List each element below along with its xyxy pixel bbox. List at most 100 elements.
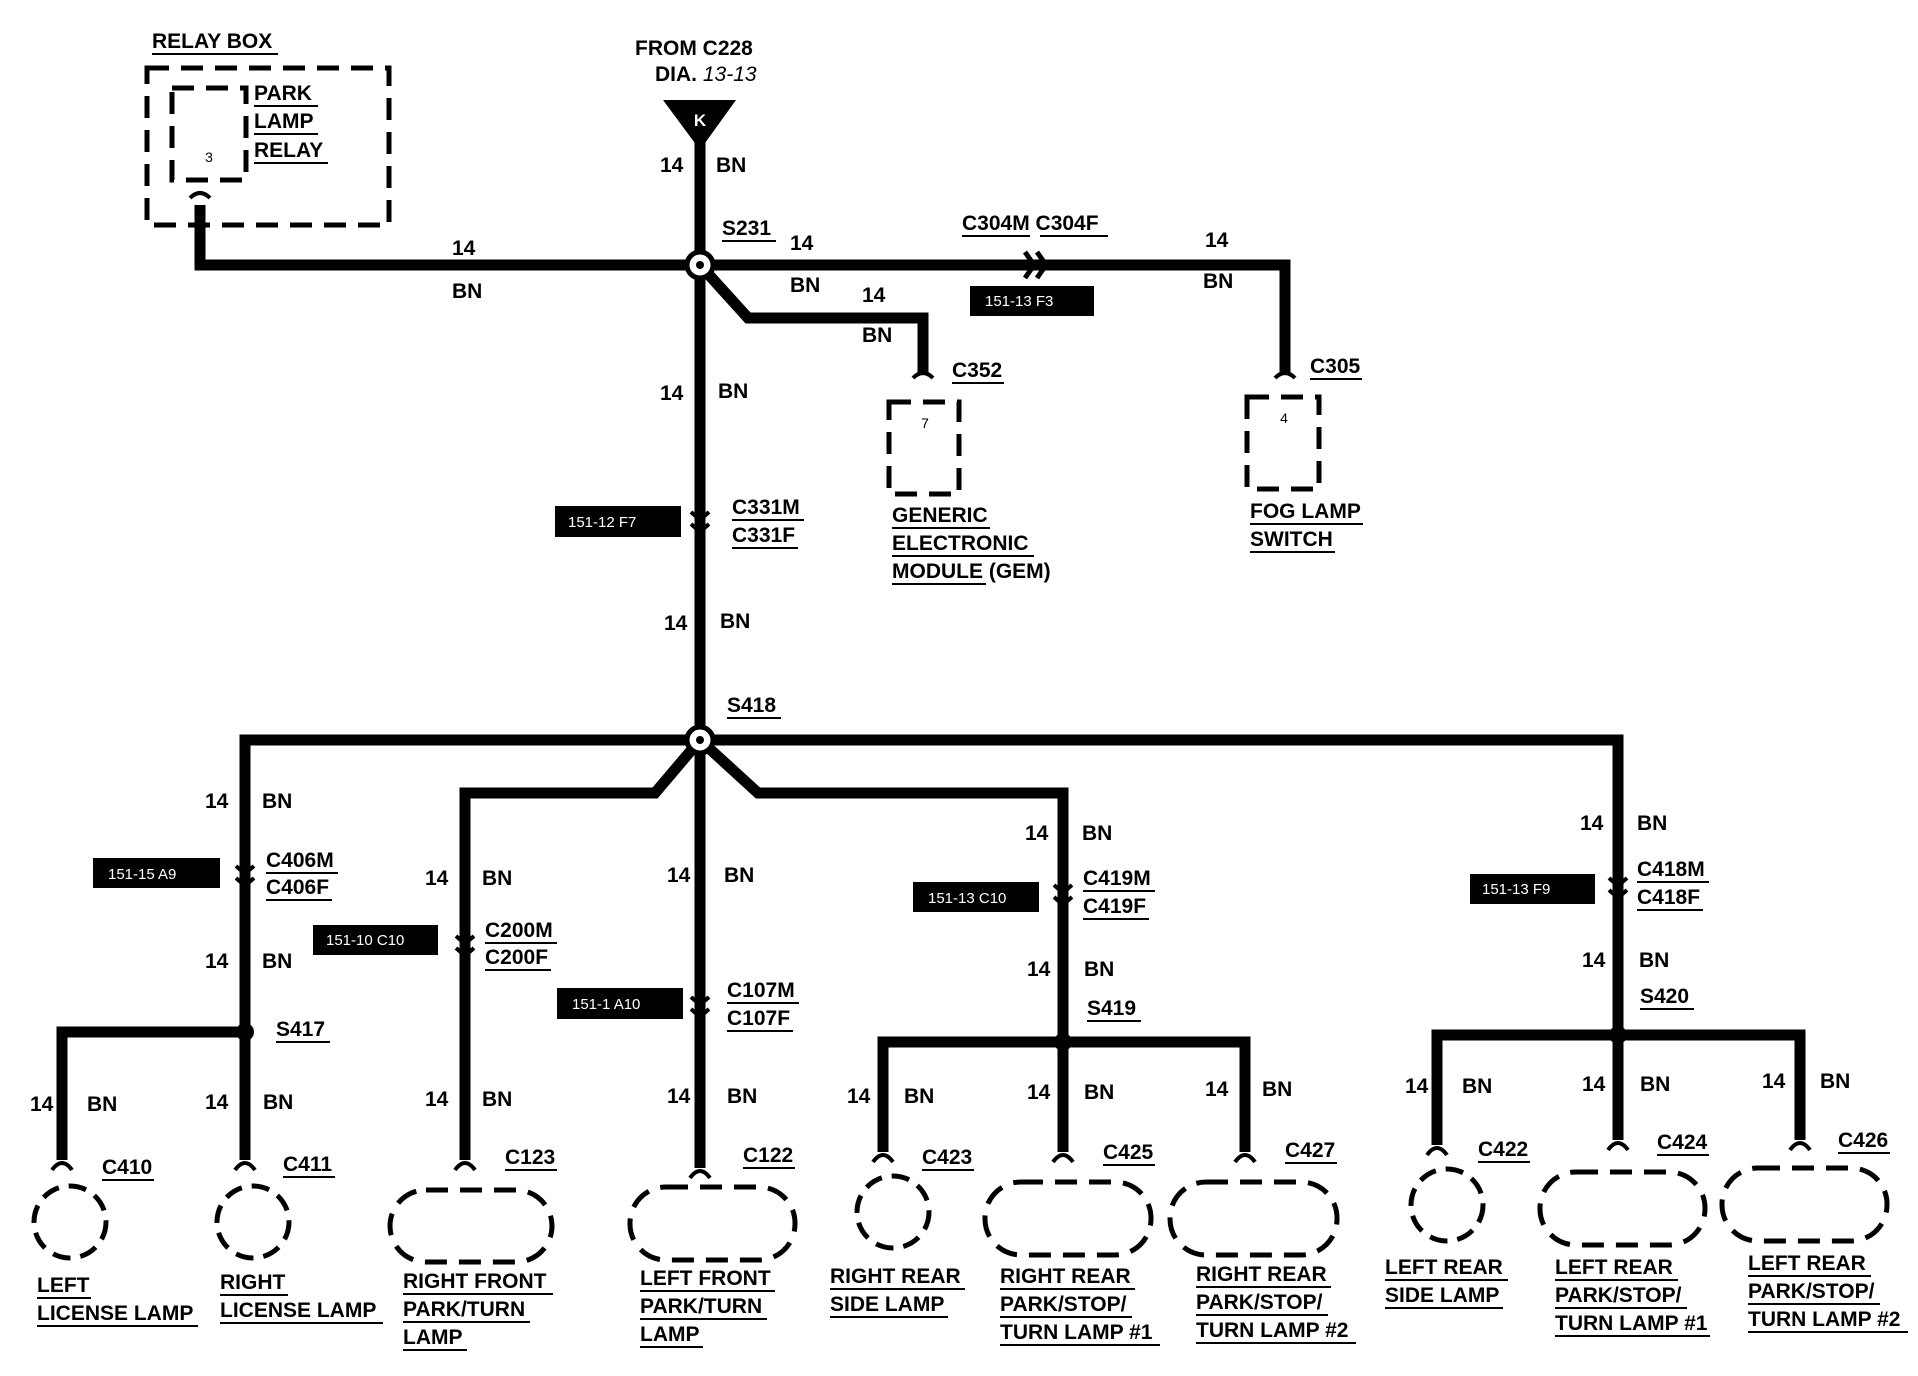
- relay-box-title: RELAY BOX: [152, 30, 272, 53]
- wire-color: BN: [1640, 1073, 1670, 1096]
- wire-gauge: 14: [1582, 949, 1606, 972]
- lamp-c122-line3: LAMP: [640, 1323, 700, 1346]
- lamp-c422-outline: [1408, 1166, 1486, 1244]
- wire-gauge: 14: [452, 237, 476, 260]
- gem-outline: [886, 399, 962, 497]
- lamp-c425-connector: C425: [1103, 1141, 1154, 1164]
- wire-gauge: 14: [1027, 1081, 1051, 1104]
- lamp-c425-line3: TURN LAMP #1: [1000, 1321, 1153, 1344]
- wire-gauge: 14: [1405, 1075, 1429, 1098]
- source-terminal-letter: K: [694, 111, 707, 130]
- source-diagram-ref: DIA. 13-13: [655, 63, 757, 86]
- lamp-c426-outline: [1719, 1165, 1890, 1244]
- wire-color: BN: [1637, 812, 1667, 835]
- wire-color: BN: [87, 1093, 117, 1116]
- lamp-c122-outline: [627, 1184, 798, 1263]
- source-terminal: FROM C228 DIA. 13-13 K: [635, 37, 757, 150]
- lamp-c410-connector: C410: [102, 1156, 152, 1179]
- lamp-c123-line3: LAMP: [403, 1326, 463, 1349]
- lamp-c424-line1: LEFT REAR: [1555, 1256, 1673, 1279]
- lamp-c411-line1: RIGHT: [220, 1271, 286, 1294]
- wire-color: BN: [720, 610, 750, 633]
- gem-connector-label: C352: [952, 359, 1002, 382]
- lamp-c424-line3: TURN LAMP #1: [1555, 1312, 1708, 1335]
- lamp-c425-outline: [982, 1179, 1154, 1258]
- wire-gauge: 14: [660, 382, 684, 405]
- splice-s419-label: S419: [1087, 997, 1136, 1020]
- lamp-c425-line1: RIGHT REAR: [1000, 1265, 1131, 1288]
- connector-c304-label: C304M C304F: [962, 212, 1099, 235]
- wire-gauge: 14: [1762, 1070, 1786, 1093]
- lamp-c424-connector: C424: [1657, 1131, 1708, 1154]
- splices: S231 S418 S417 S419 S420: [236, 217, 1694, 1051]
- wire-gauge: 14: [1582, 1073, 1606, 1096]
- wire-color: BN: [718, 380, 748, 403]
- fog-switch-outline: [1244, 394, 1322, 492]
- relay-pin: 3: [205, 149, 213, 165]
- generic-electronic-module: 7 C352 GENERIC ELECTRONIC MODULE (GEM): [886, 359, 1051, 585]
- ref-box-label: 151-12 F7: [568, 514, 636, 531]
- source-label: FROM C228: [635, 37, 753, 60]
- wire-gauge: 14: [205, 790, 229, 813]
- lamp-c422-line1: LEFT REAR: [1385, 1256, 1503, 1279]
- wire-gauge: 14: [1205, 1078, 1229, 1101]
- wire-color: BN: [1262, 1078, 1292, 1101]
- lamp-c123-outline: [387, 1187, 555, 1265]
- connector-c418f-label: C418F: [1637, 886, 1700, 909]
- ref-box-label: 151-13 F3: [985, 293, 1053, 310]
- wire-gauge: 14: [667, 864, 691, 887]
- lamp-c425-line2: PARK/STOP/: [1000, 1293, 1127, 1316]
- lamp-c122-connector: C122: [743, 1144, 793, 1167]
- wire-gauge: 14: [847, 1085, 871, 1108]
- wire-color: BN: [1084, 1081, 1114, 1104]
- lamp-c410-line1: LEFT: [37, 1274, 90, 1297]
- lamp-c427-connector: C427: [1285, 1139, 1335, 1162]
- ref-box-label: 151-13 C10: [928, 890, 1006, 907]
- wire-gauge: 14: [664, 612, 688, 635]
- splice-s417: [236, 1023, 254, 1041]
- wire-color: BN: [262, 950, 292, 973]
- wire-color: BN: [790, 274, 820, 297]
- lamp-c426-line1: LEFT REAR: [1748, 1252, 1866, 1275]
- lamp-c427-line3: TURN LAMP #2: [1196, 1319, 1348, 1342]
- lamp-c422-line2: SIDE LAMP: [1385, 1284, 1499, 1307]
- connector-c331m-label: C331M: [732, 496, 800, 519]
- splice-s419: [1054, 1033, 1072, 1051]
- lamp-c426-connector: C426: [1838, 1129, 1888, 1152]
- gem-label-line1: GENERIC: [892, 504, 988, 527]
- connector-c419m-label: C419M: [1083, 867, 1151, 890]
- lamp-c123-line1: RIGHT FRONT: [403, 1270, 547, 1293]
- splice-s418-label: S418: [727, 694, 776, 717]
- connector-c200m-label: C200M: [485, 919, 553, 942]
- splice-s420-label: S420: [1640, 985, 1689, 1008]
- gem-label-line3: MODULE (GEM): [892, 560, 1051, 583]
- wire-color: BN: [452, 280, 482, 303]
- wire-color: BN: [904, 1085, 934, 1108]
- lamp-c123-line2: PARK/TURN: [403, 1298, 525, 1321]
- wire-color: BN: [727, 1085, 757, 1108]
- connector-c107f-label: C107F: [727, 1007, 790, 1030]
- wire-color: BN: [1084, 958, 1114, 981]
- wire-gauge: 14: [425, 1088, 449, 1111]
- splice-s231-label: S231: [722, 217, 771, 240]
- relay-label-line2: LAMP: [254, 110, 314, 133]
- splice-s420: [1609, 1026, 1627, 1044]
- gem-pin: 7: [921, 415, 929, 431]
- lamp-c426-line3: TURN LAMP #2: [1748, 1308, 1900, 1331]
- lamp-c411-line2: LICENSE LAMP: [220, 1299, 376, 1322]
- connector-c107m-label: C107M: [727, 979, 795, 1002]
- reference-boxes: 151-13 F3 151-12 F7 151-15 A9 151-10 C10…: [93, 286, 1595, 1019]
- lamp-c411-connector: C411: [283, 1153, 332, 1176]
- park-lamp-relay-outline: [169, 85, 249, 183]
- connector-c304: C304M C304F: [962, 212, 1108, 280]
- wire-color: BN: [862, 324, 892, 347]
- lamp-c422-connector: C422: [1478, 1138, 1528, 1161]
- wire-color: BN: [1462, 1075, 1492, 1098]
- lamp-c424-outline: [1537, 1169, 1708, 1248]
- lamp-c427-outline: [1167, 1179, 1340, 1258]
- connector-c406f-label: C406F: [266, 876, 329, 899]
- lamp-c423-connector: C423: [922, 1146, 972, 1169]
- wire-color: BN: [724, 864, 754, 887]
- wire-color: BN: [716, 154, 746, 177]
